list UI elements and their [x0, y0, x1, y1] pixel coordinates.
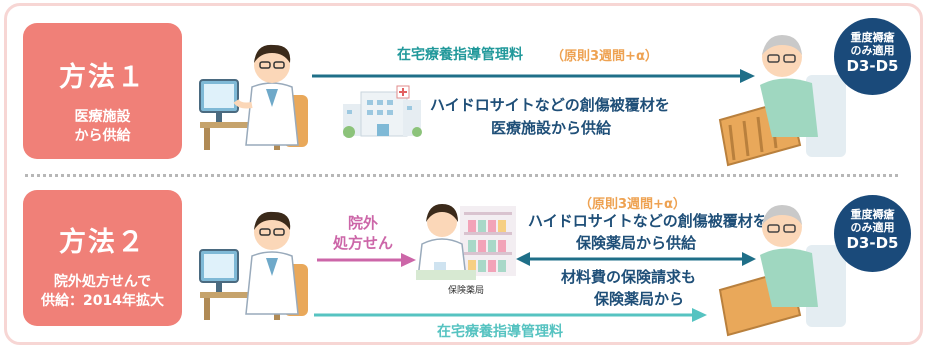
patient-illustration-2 [718, 205, 846, 337]
method2-badge-line1: 重度褥瘡 [850, 208, 895, 221]
patient-illustration-1 [718, 35, 846, 167]
prescription-arrow [317, 253, 416, 267]
method1-fee-note: （原則3週間+α） [551, 49, 658, 64]
method2-claim-line2: 保険薬局から [594, 290, 685, 308]
pharmacy-patient-double-arrow [516, 252, 756, 266]
method2-badge-line3: D3-D5 [846, 234, 899, 252]
method1-badge-line2: のみ適用 [850, 44, 895, 57]
method2-supply-line1: ハイドロサイトなどの創傷被覆材を [528, 212, 768, 230]
method2-note: （原則3週間+α） [579, 197, 686, 212]
pharmacy-label: 保険薬局 [448, 286, 485, 296]
method2-supply-line2: 保険薬局から供給 [576, 234, 697, 252]
doctor-illustration-1 [199, 44, 308, 150]
method1-supply-line2: 医療施設から供給 [491, 119, 612, 137]
section-separator [25, 174, 898, 177]
method1-badge-line1: 重度褥瘡 [850, 31, 895, 44]
method2-badge-line2: のみ適用 [850, 221, 895, 234]
method1-title: 方法１ [59, 62, 146, 93]
method1-sub1: 医療施設 [74, 109, 131, 125]
method2-title: 方法２ [59, 227, 146, 258]
method1-badge-line3: D3-D5 [846, 57, 899, 75]
prescription-label-line2: 処方せん [333, 234, 394, 252]
hospital-icon [343, 85, 422, 138]
method2-badge: 重度褥瘡 のみ適用 D3-D5 [834, 195, 911, 272]
doctor-illustration-2 [199, 211, 308, 320]
method2-sub1: 院外処方せんで [53, 274, 152, 290]
pharmacist-illustration [416, 204, 516, 280]
method1-box: 方法１ 医療施設 から供給 [23, 23, 182, 159]
prescription-label-line1: 院外 [348, 214, 379, 232]
method2-claim-line1: 材料費の保険請求も [561, 268, 697, 286]
method1-fee-label: 在宅療養指導管理料 [397, 47, 523, 63]
method2-fee-label: 在宅療養指導管理料 [437, 324, 563, 340]
method1-sub2: から供給 [74, 128, 131, 144]
method1-badge: 重度褥瘡 のみ適用 D3-D5 [834, 18, 911, 95]
method2-sub2: 供給：2014年拡大 [41, 293, 164, 309]
method2-box: 方法２ 院外処方せんで 供給：2014年拡大 [23, 190, 182, 326]
method1-supply-line1: ハイドロサイトなどの創傷被覆材を [430, 96, 670, 114]
method2-fee-arrow [314, 308, 707, 322]
method1-fee-arrow [312, 69, 755, 83]
